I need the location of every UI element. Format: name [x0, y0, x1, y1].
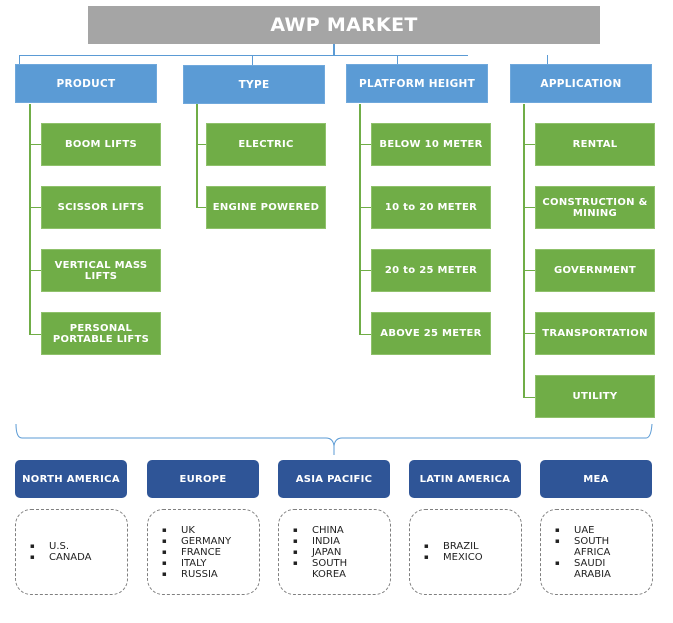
branch-line-application [523, 104, 525, 398]
country-item: MEXICO [424, 552, 483, 563]
branch-tick [359, 334, 371, 335]
category-platform-height: PLATFORM HEIGHT [346, 64, 488, 103]
country-list-europe: UK GERMANY FRANCE ITALY RUSSIA [147, 509, 260, 595]
branch-tick [29, 270, 41, 271]
country-item: INDIA [293, 536, 353, 547]
region-north-america: NORTH AMERICA [15, 460, 127, 498]
segment-utility: UTILITY [535, 375, 655, 418]
country-item: GERMANY [162, 536, 231, 547]
region-mea: MEA [540, 460, 652, 498]
branch-tick [29, 207, 41, 208]
segment-scissor-lifts: SCISSOR LIFTS [41, 186, 161, 229]
region-latin-america: LATIN AMERICA [409, 460, 521, 498]
country-item: CANADA [30, 552, 92, 563]
country-item: ITALY [162, 558, 231, 569]
country-list-latin-america: BRAZIL MEXICO [409, 509, 522, 595]
branch-tick [523, 270, 535, 271]
country-item: UAE [555, 525, 625, 536]
branch-line-product [29, 104, 31, 335]
connector-product [19, 55, 20, 65]
connector-type [252, 55, 253, 65]
country-list-mea: UAE SOUTH AFRICA SAUDI ARABIA [540, 509, 653, 595]
diagram-title: AWP MARKET [88, 6, 600, 44]
segment-government: GOVERNMENT [535, 249, 655, 292]
branch-tick [523, 397, 535, 398]
country-item: SOUTH AFRICA [555, 536, 625, 558]
segment-transportation: TRANSPORTATION [535, 312, 655, 355]
branch-tick [359, 270, 371, 271]
branch-tick [196, 144, 206, 145]
country-item: U.S. [30, 541, 92, 552]
segment-10-to-20-meter: 10 to 20 METER [371, 186, 491, 229]
branch-tick [359, 144, 371, 145]
branch-tick [359, 207, 371, 208]
segment-engine-powered: ENGINE POWERED [206, 186, 326, 229]
connector-horizontal [19, 55, 468, 56]
branch-line-platform-height [359, 104, 361, 335]
segment-20-to-25-meter: 20 to 25 METER [371, 249, 491, 292]
branch-tick [29, 144, 41, 145]
branch-tick [523, 144, 535, 145]
region-europe: EUROPE [147, 460, 259, 498]
country-item: UK [162, 525, 231, 536]
branch-line-type [196, 104, 198, 208]
connector-application [547, 55, 548, 65]
segment-electric: ELECTRIC [206, 123, 326, 166]
category-type: TYPE [183, 65, 325, 104]
country-item: SAUDI ARABIA [555, 558, 625, 580]
country-item: RUSSIA [162, 569, 231, 580]
region-asia-pacific: ASIA PACIFIC [278, 460, 390, 498]
segment-below-10-meter: BELOW 10 METER [371, 123, 491, 166]
segment-construction-mining: CONSTRUCTION & MINING [535, 186, 655, 229]
branch-tick [523, 333, 535, 334]
branch-tick [523, 207, 535, 208]
category-application: APPLICATION [510, 64, 652, 103]
branch-tick [196, 207, 206, 208]
segment-personal-portable-lifts: PERSONAL PORTABLE LIFTS [41, 312, 161, 355]
segment-boom-lifts: BOOM LIFTS [41, 123, 161, 166]
branch-tick [29, 334, 41, 335]
country-item: JAPAN [293, 547, 353, 558]
country-list-north-america: U.S. CANADA [15, 509, 128, 595]
country-item: FRANCE [162, 547, 231, 558]
connector-trunk [333, 44, 335, 56]
country-list-asia-pacific: CHINA INDIA JAPAN SOUTH KOREA [278, 509, 391, 595]
country-item: SOUTH KOREA [293, 558, 353, 580]
category-product: PRODUCT [15, 64, 157, 103]
country-item: BRAZIL [424, 541, 483, 552]
segment-rental: RENTAL [535, 123, 655, 166]
connector-platform-height [397, 55, 398, 65]
country-item: CHINA [293, 525, 353, 536]
segment-vertical-mass-lifts: VERTICAL MASS LIFTS [41, 249, 161, 292]
segment-above-25-meter: ABOVE 25 METER [371, 312, 491, 355]
